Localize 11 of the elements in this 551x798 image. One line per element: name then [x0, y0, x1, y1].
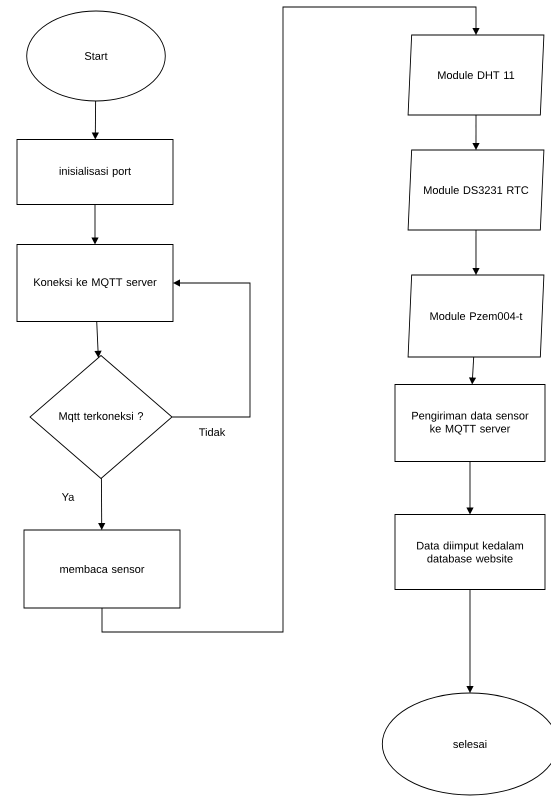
io-parallelogram: Module DS3231 RTC	[408, 150, 544, 230]
process-box: membaca sensor	[24, 530, 180, 608]
process-box: Koneksi ke MQTT server	[16, 244, 174, 322]
edge-label: Tidak	[198, 426, 226, 438]
process-box: inisialisasi port	[16, 139, 174, 205]
edge-label: Ya	[60, 492, 76, 502]
io-parallelogram: Module Pzem004-t	[408, 274, 544, 358]
process-box: Data diimput kedalam database website	[394, 514, 546, 590]
process-box: Pengiriman data sensor ke MQTT server	[394, 384, 546, 462]
io-parallelogram: Module DHT 11	[408, 34, 544, 116]
arrow	[102, 6, 480, 632]
